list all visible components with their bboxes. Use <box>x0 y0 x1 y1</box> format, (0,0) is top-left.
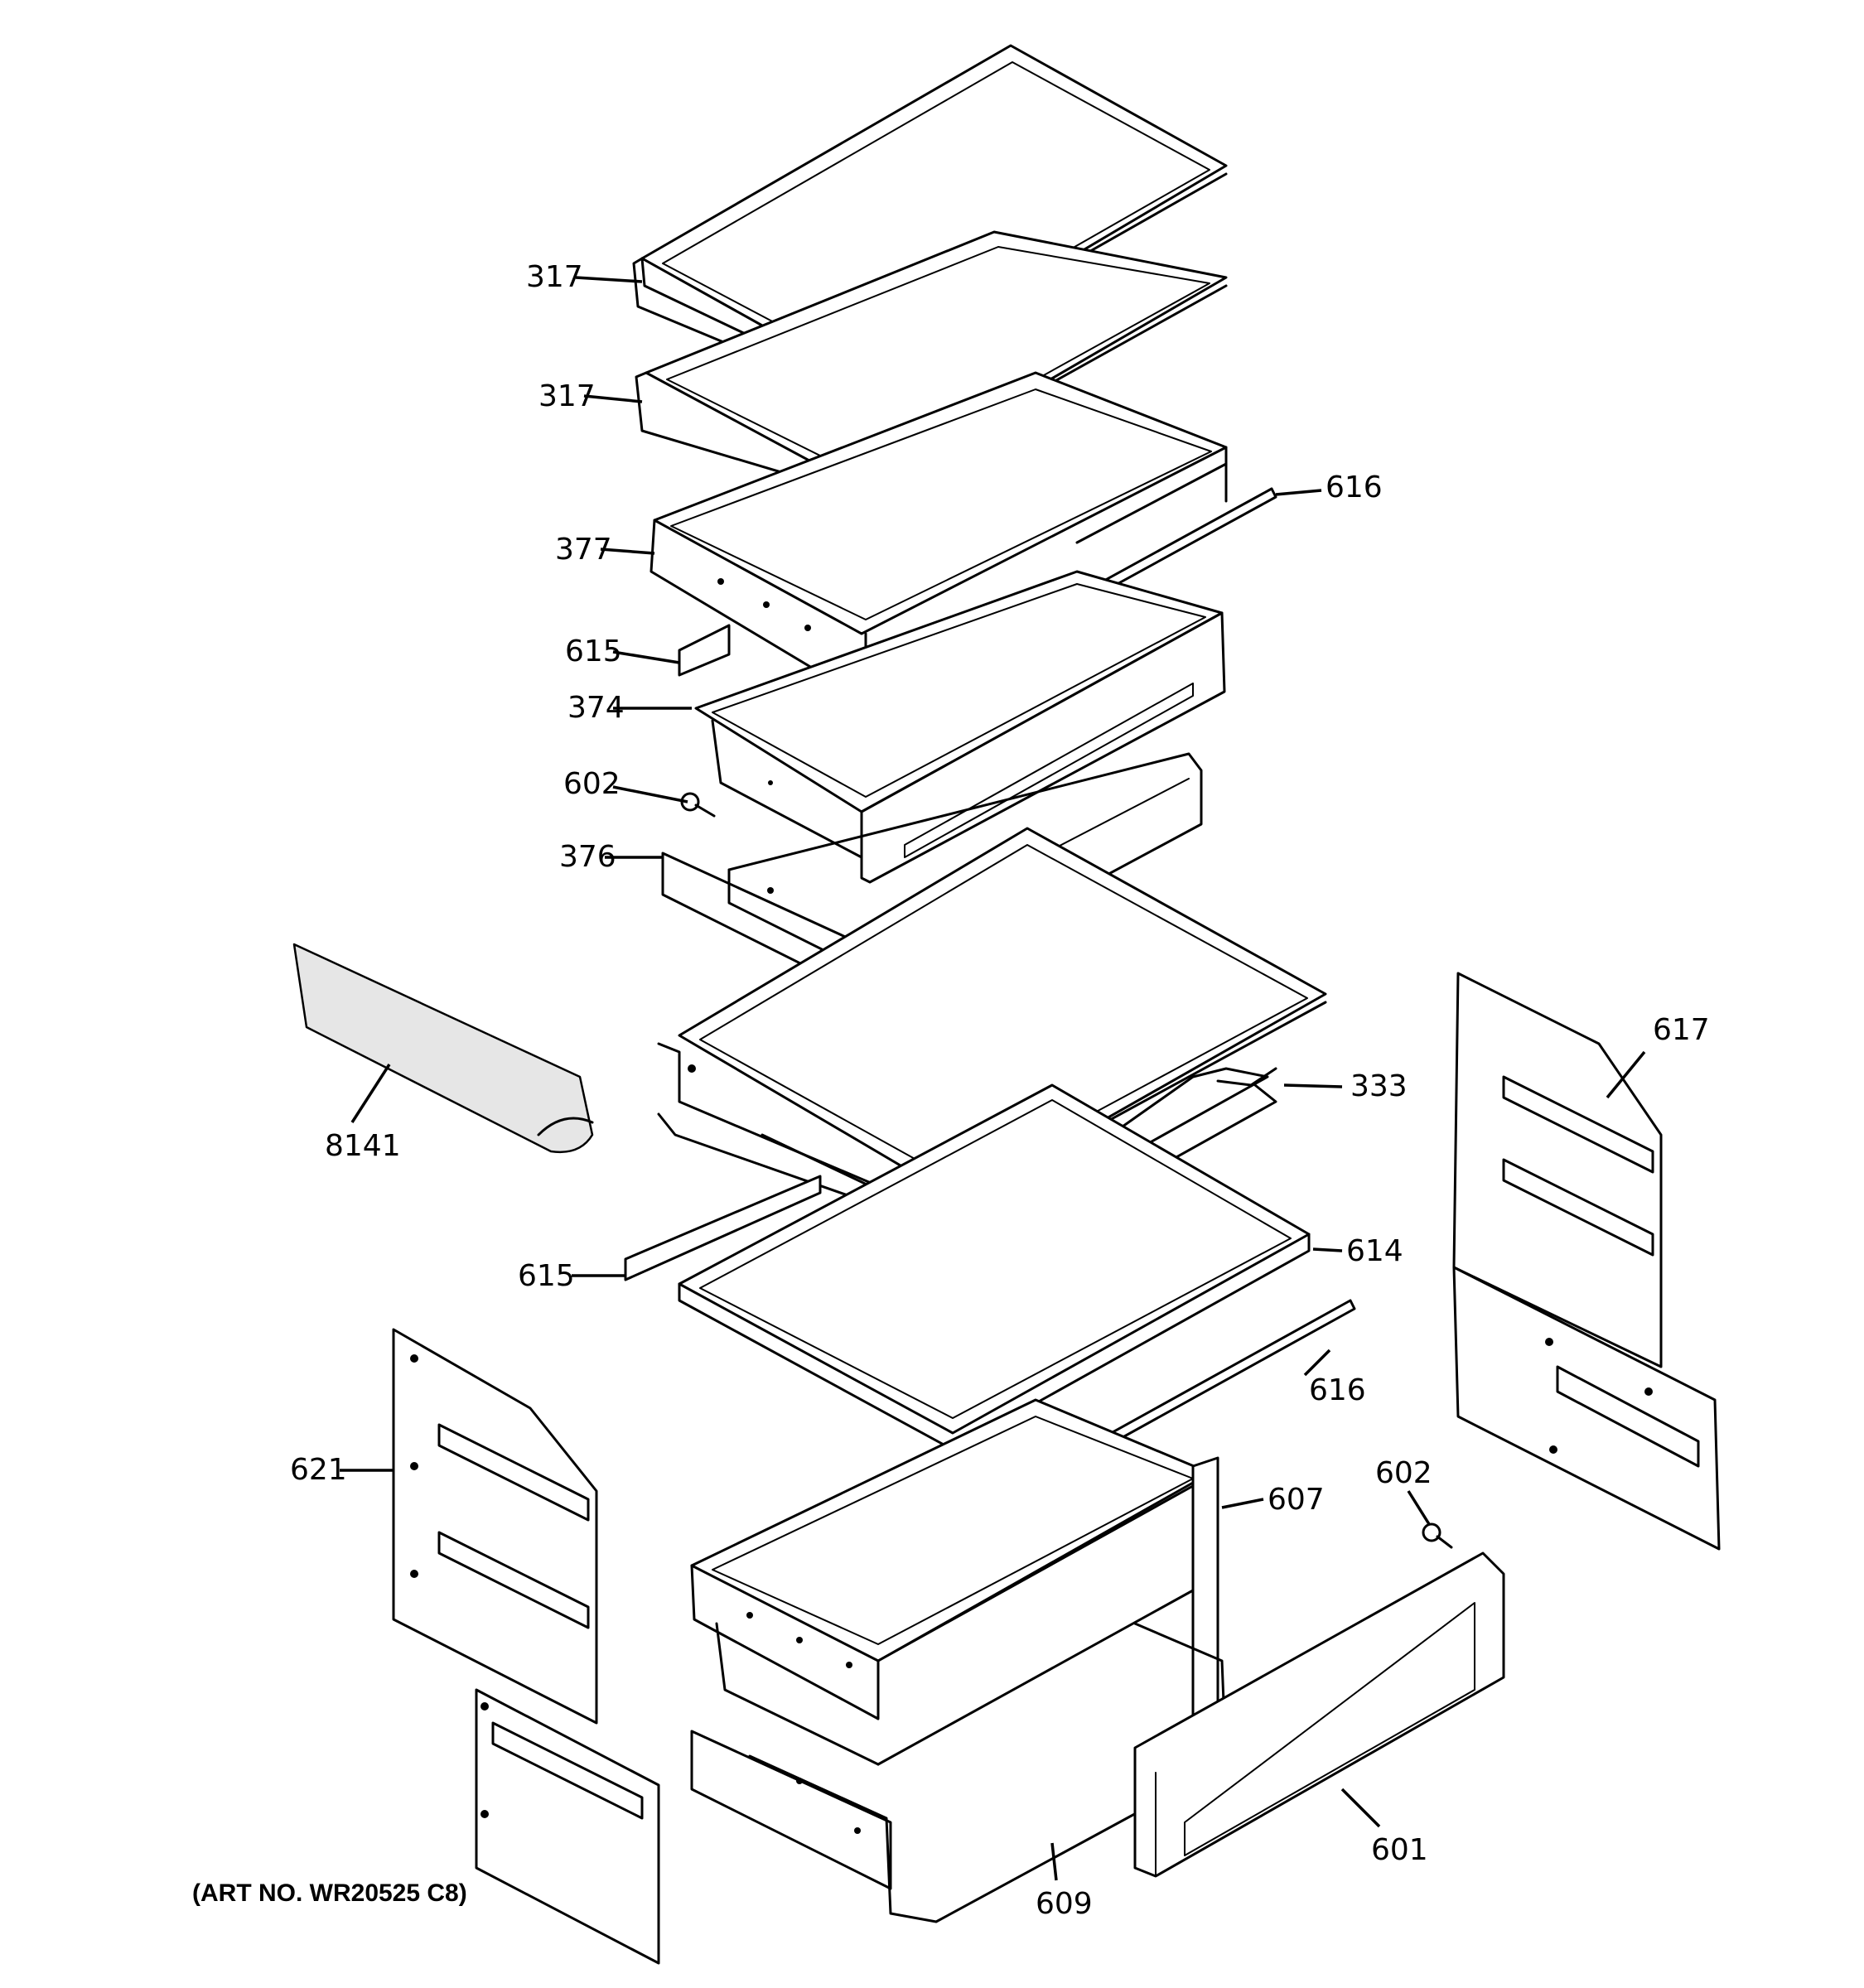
bracket-621 <box>392 1328 660 1965</box>
rail-615-lower <box>624 1175 822 1281</box>
pan-374 <box>694 570 1226 884</box>
callout-616-lower: 616 <box>1309 1373 1366 1407</box>
callout-377: 377 <box>555 533 612 567</box>
callout-615-lower: 615 <box>518 1259 575 1293</box>
screw-602-upper <box>680 792 716 818</box>
callout-616-upper: 616 <box>1326 470 1383 504</box>
callout-376: 376 <box>559 840 616 874</box>
callout-601: 601 <box>1371 1833 1428 1867</box>
pan-607 <box>690 1398 1219 1766</box>
callout-602-upper: 602 <box>563 767 621 801</box>
leader-lines <box>340 276 1646 1881</box>
rail-615-upper <box>678 624 731 677</box>
divider-8141 <box>292 943 594 1154</box>
callout-317-top: 317 <box>526 260 583 294</box>
bracket-617 <box>1452 972 1721 1551</box>
callout-621: 621 <box>290 1453 347 1487</box>
callout-8141: 8141 <box>325 1129 401 1163</box>
callout-607: 607 <box>1268 1483 1325 1517</box>
callout-333: 333 <box>1350 1069 1408 1103</box>
front-panel-601 <box>1133 1551 1505 1878</box>
callout-602-lower: 602 <box>1375 1456 1432 1490</box>
callout-609: 609 <box>1036 1887 1093 1921</box>
callout-374: 374 <box>567 691 625 725</box>
screw-602-lower <box>1422 1522 1453 1549</box>
shelf-glass-lower <box>678 1083 1311 1451</box>
callout-617: 617 <box>1653 1013 1710 1047</box>
callout-615-upper: 615 <box>565 635 622 668</box>
art-number: (ART NO. WR20525 C8) <box>192 1879 467 1907</box>
callout-614: 614 <box>1346 1234 1403 1268</box>
callout-317-second: 317 <box>538 379 596 413</box>
shelf-377 <box>650 371 1228 702</box>
